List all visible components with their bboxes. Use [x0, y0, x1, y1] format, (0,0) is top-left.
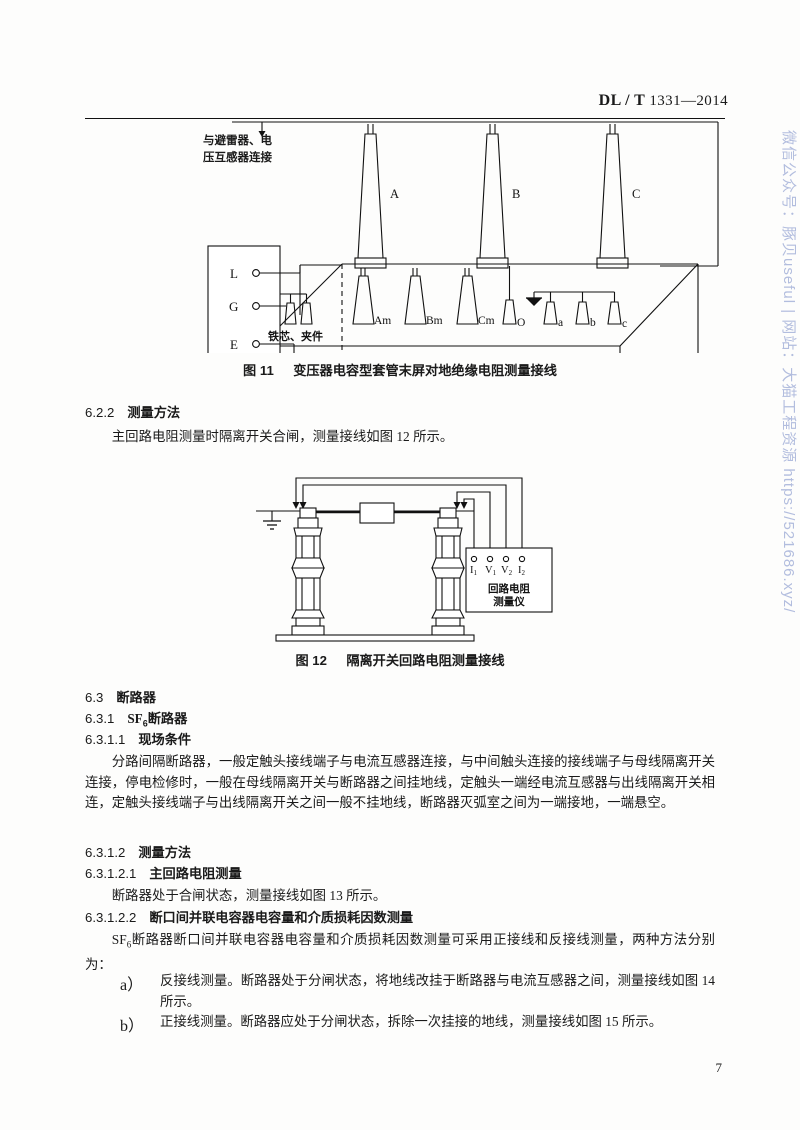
figure-11-caption-title: 变压器电容型套管末屏对地绝缘电阻测量接线: [293, 363, 557, 378]
figure11-label-C: C: [632, 187, 640, 201]
heading-6-3-1: 6.3.1 SF6断路器: [85, 709, 187, 734]
paragraph-6-3-1-2-2-text-sub: 6: [126, 939, 132, 950]
figure11-label-B: B: [512, 187, 520, 201]
paragraph-6-3-1-2-2: SF6断路器断口间并联电容器电容量和介质损耗因数测量可采用正接线和反接线测量，两…: [85, 930, 715, 976]
paragraph-6-3-1-2-1-text: 断路器处于合闸状态，测量接线如图 13 所示。: [111, 888, 387, 903]
list-item-a-text: 反接线测量。断路器处于分闸状态，将地线改挂于断路器与电流互感器之间，测量接线如图…: [160, 973, 715, 1009]
figure-11-caption: 图 11 变压器电容型套管末屏对地绝缘电阻测量接线: [0, 360, 800, 379]
figure11-terminal-G: G: [229, 299, 238, 314]
heading-6-3-1-2-1-title: 主回路电阻测量: [149, 866, 242, 881]
figure11-note-line2: 压互感器连接: [203, 152, 272, 164]
heading-6-3-number: 6.3: [85, 690, 104, 705]
figure12-terminal-I2: I2: [518, 565, 526, 577]
figure11-label-b: b: [590, 317, 596, 329]
standard-year: 2014: [696, 93, 728, 109]
paragraph-6-3-1-1-text: 分路间隔断路器，一般定触头接线端子与电流互感器连接，与中间触头连接的接线端子与母…: [85, 754, 715, 810]
figure12-meter-name-line1: 回路电阻: [488, 582, 530, 595]
heading-6-3-1-title-pre: SF: [127, 711, 143, 726]
page-number: 7: [715, 1060, 723, 1075]
standard-number: 1331: [649, 93, 681, 109]
heading-6-3-1-2: 6.3.1.2 测量方法: [85, 843, 191, 863]
figure-12-caption-label: 图 12: [295, 653, 327, 668]
figure-12-caption-title: 隔离开关回路电阻测量接线: [346, 653, 505, 668]
paragraph-6-3-1-1: 分路间隔断路器，一般定触头接线端子与电流互感器连接，与中间触头连接的接线端子与母…: [85, 752, 715, 814]
heading-6-2-2-number: 6.2.2: [85, 405, 115, 420]
list-item-a-marker: a）: [120, 977, 144, 994]
figure12-terminal-I1: I1: [470, 565, 478, 577]
figure11-label-A: A: [390, 187, 399, 201]
figure11-label-O: O: [517, 317, 525, 329]
list-item-b-marker: b）: [120, 1018, 145, 1035]
header-divider: [85, 118, 725, 119]
figure11-label-Cm: Cm: [478, 315, 495, 327]
figure11-terminal-L: L: [230, 266, 238, 281]
paragraph-6-2-2: 主回路电阻测量时隔离开关合闸，测量接线如图 12 所示。: [85, 427, 715, 448]
standard-prefix: DL / T: [598, 92, 646, 109]
figure-12-caption: 图 12 隔离开关回路电阻测量接线: [0, 650, 800, 669]
heading-6-3-1-title-post: 断路器: [147, 711, 188, 726]
heading-6-3-title: 断路器: [116, 690, 156, 705]
heading-6-3-1-2-2: 6.3.1.2.2 断口间并联电容器电容量和介质损耗因数测量: [85, 908, 413, 928]
figure11-note: 与避雷器、电 压互感器连接: [203, 133, 323, 167]
figure-11-transformer-bushing-diagram: A B C Am Bm Cm O a b c L G E 铁芯、夹件: [190, 118, 730, 353]
figure-11-caption-label: 图 11: [243, 363, 274, 378]
heading-6-3-1-1-number: 6.3.1.1: [85, 732, 126, 747]
figure11-terminal-E: E: [230, 337, 238, 352]
heading-6-3-1-title-sub: 6: [142, 718, 148, 729]
figure11-note-line1: 与避雷器、电: [203, 135, 272, 147]
heading-6-3-1-2-2-title: 断口间并联电容器电容量和介质损耗因数测量: [149, 910, 414, 925]
list-item-b: b） 正接线测量。断路器应处于分闸状态，拆除一次挂接的地线，测量接线如图 15 …: [120, 1012, 715, 1036]
paragraph-6-3-1-2-1: 断路器处于合闸状态，测量接线如图 13 所示。: [85, 886, 715, 907]
heading-6-3-1-number: 6.3.1: [85, 711, 115, 726]
heading-6-2-2-title: 测量方法: [127, 405, 181, 420]
figure12-terminal-V1: V1: [485, 565, 497, 577]
heading-6-3-1-1: 6.3.1.1 现场条件: [85, 730, 191, 750]
standard-dash: —: [680, 93, 697, 109]
heading-6-3-1-2-title: 测量方法: [138, 845, 192, 860]
figure11-label-a: a: [558, 317, 563, 329]
list-item-a: a） 反接线测量。断路器处于分闸状态，将地线改挂于断路器与电流互感器之间，测量接…: [120, 971, 715, 1012]
heading-6-3-1-2-2-number: 6.3.1.2.2: [85, 910, 137, 925]
paragraph-6-3-1-2-2-text-pre: SF: [111, 932, 127, 947]
standard-number-header: DL / T 1331—2014: [599, 92, 728, 110]
heading-6-3-1-2-number: 6.3.1.2: [85, 845, 126, 860]
paragraph-6-2-2-text: 主回路电阻测量时隔离开关合闸，测量接线如图 12 所示。: [111, 429, 454, 444]
watermark-text: 微信公众号：豚贝useful | 网站：大猫工程资源 https://52168…: [780, 130, 797, 614]
figure12-terminal-V2: V2: [501, 565, 513, 577]
figure-12-disconnector-resistance-diagram: I1 V1 V2 I2 回路电阻 测量仪: [244, 472, 574, 644]
figure11-core-label: 铁芯、夹件: [268, 329, 323, 343]
figure11-label-Bm: Bm: [426, 315, 443, 327]
list-item-b-text: 正接线测量。断路器应处于分闸状态，拆除一次挂接的地线，测量接线如图 15 所示。: [160, 1014, 663, 1029]
heading-6-3-1-2-1: 6.3.1.2.1 主回路电阻测量: [85, 864, 242, 884]
figure11-label-Am: Am: [374, 315, 391, 327]
heading-6-2-2: 6.2.2 测量方法: [85, 403, 180, 423]
heading-6-3: 6.3 断路器: [85, 688, 156, 708]
heading-6-3-1-1-title: 现场条件: [138, 732, 192, 747]
paragraph-6-3-1-2-2-text-post: 断路器断口间并联电容器电容量和介质损耗因数测量可采用正接线和反接线测量，两种方法…: [85, 932, 715, 973]
figure11-label-c: c: [622, 318, 627, 330]
figure12-meter-name-line2: 测量仪: [493, 595, 525, 608]
heading-6-3-1-2-1-number: 6.3.1.2.1: [85, 866, 137, 881]
